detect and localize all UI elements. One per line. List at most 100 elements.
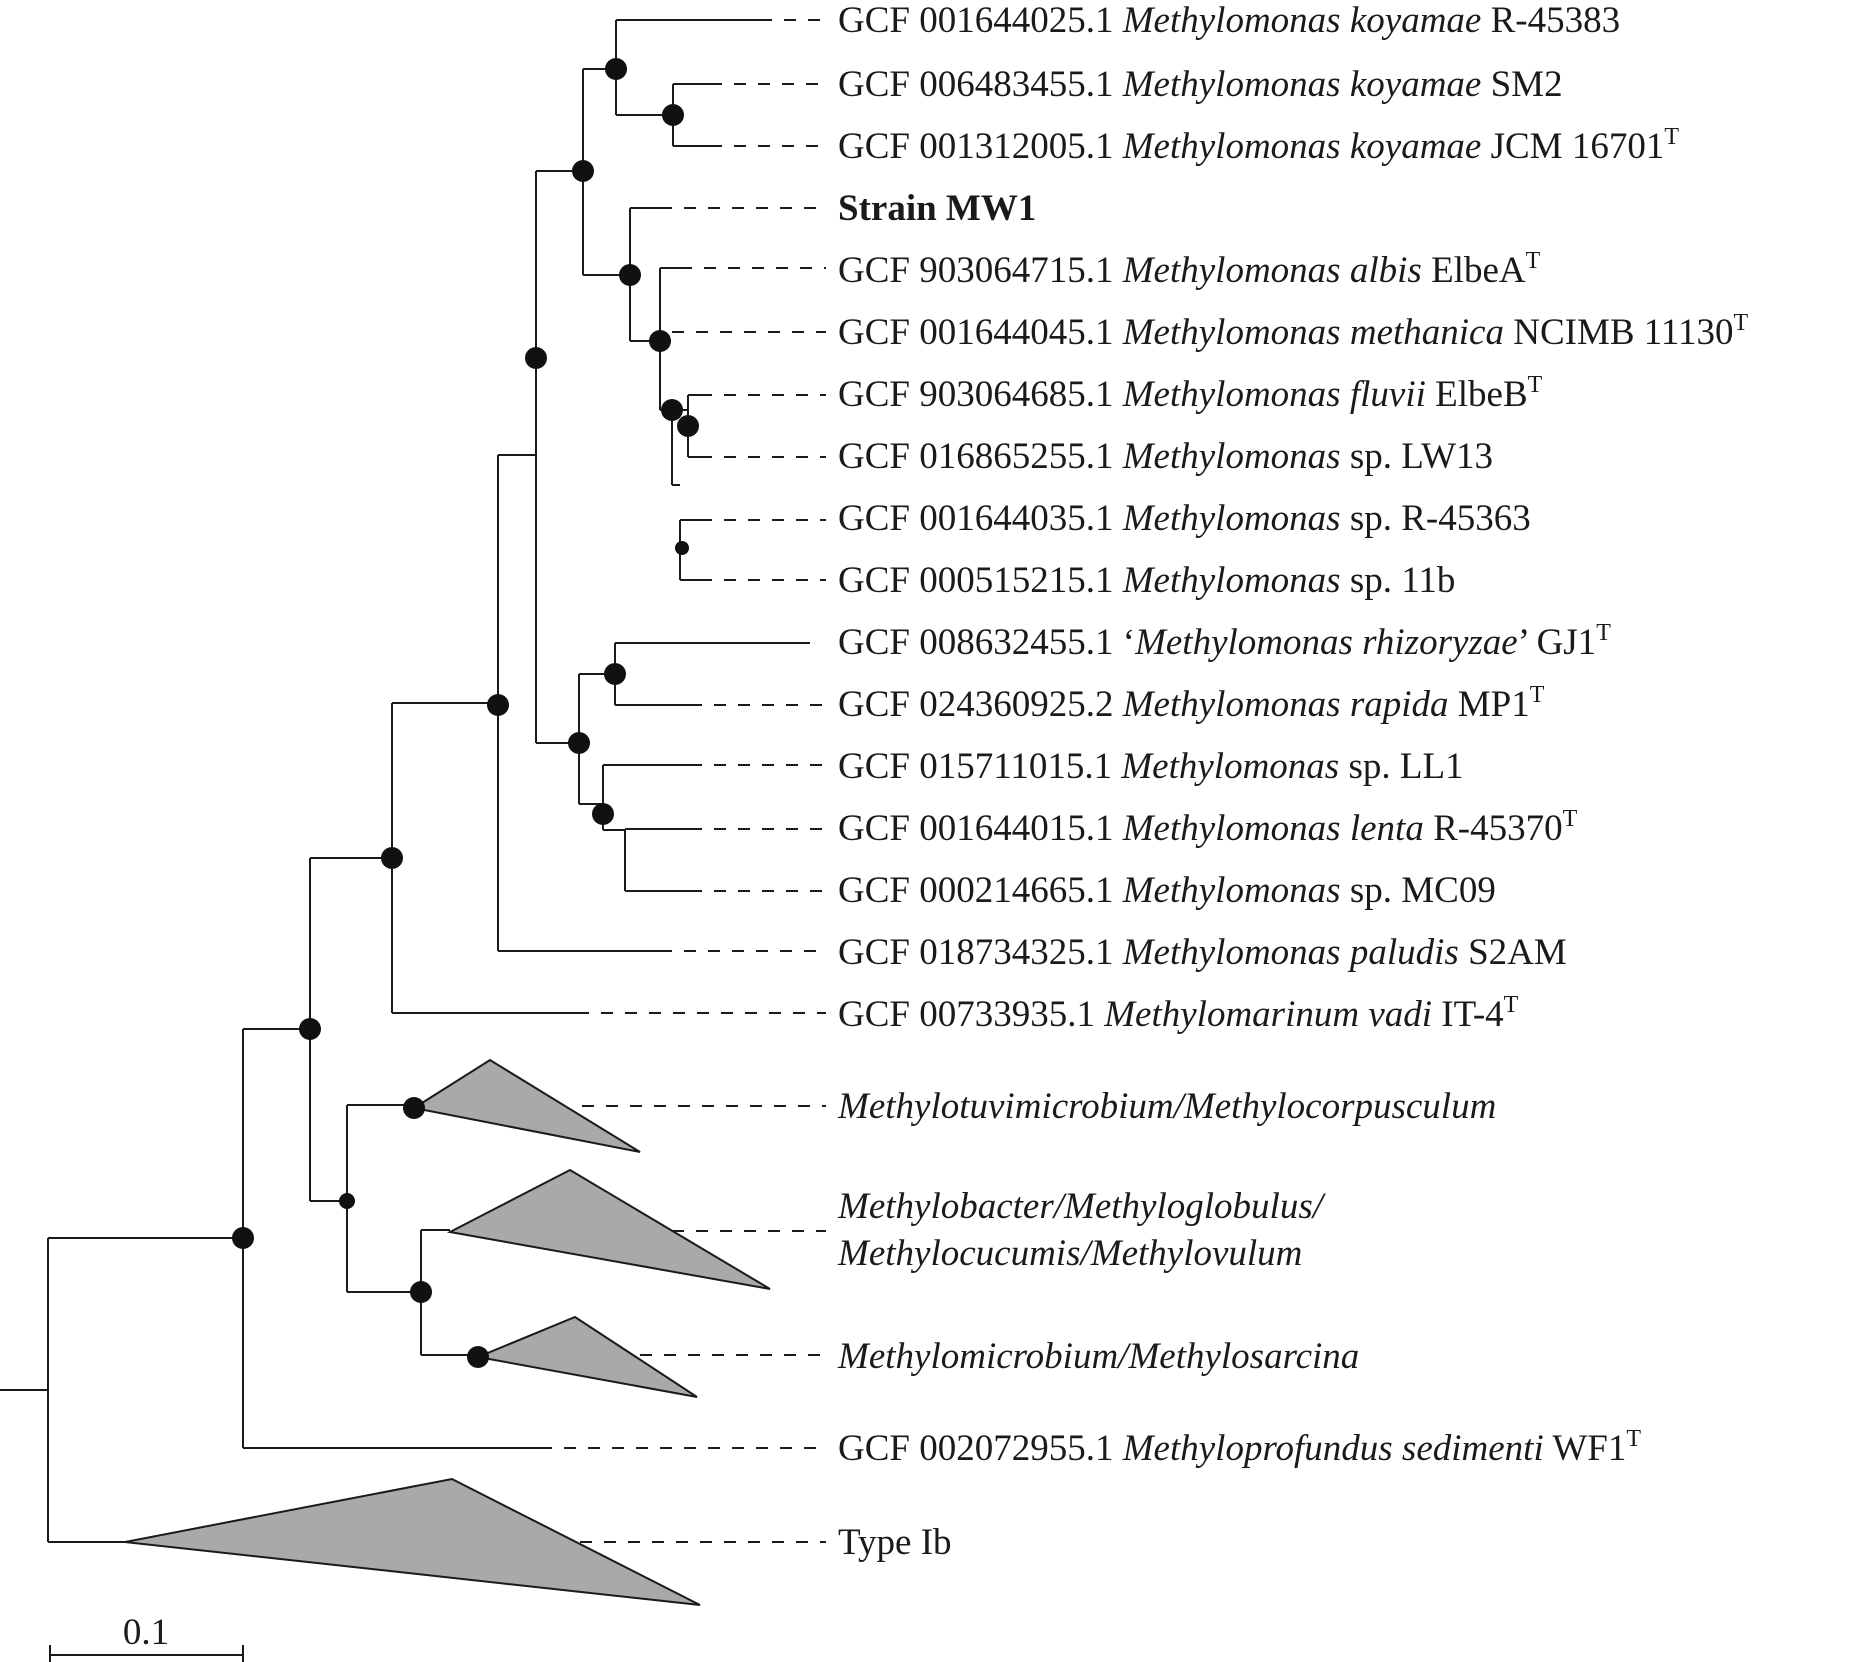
accession-number: GCF 018734325.1 xyxy=(838,932,1113,973)
strain-designation: IT-4 xyxy=(1441,994,1503,1035)
genus-name: Methylomonas xyxy=(1134,622,1353,663)
accession-number: GCF 001644015.1 xyxy=(838,808,1113,849)
accession-number: GCF 903064685.1 xyxy=(838,374,1113,415)
species-abbrev: sp. xyxy=(1350,436,1392,477)
leaf-label: GCF 016865255.1 Methylomonas sp. LW13 xyxy=(838,436,1493,477)
support-node-dot xyxy=(487,694,509,716)
strain-designation: R-45370 xyxy=(1433,808,1563,849)
type-strain-marker: T xyxy=(1664,124,1679,150)
species-epithet: sedimenti xyxy=(1402,1428,1544,1469)
accession-number: GCF 006483455.1 xyxy=(838,64,1113,105)
collapsed-clade-triangle xyxy=(446,1168,771,1290)
genus-name: Methylomonas xyxy=(1122,64,1341,105)
genus-name: Methylomonas xyxy=(1122,250,1341,291)
support-node-dot xyxy=(381,847,403,869)
type-strain-marker: T xyxy=(1626,1426,1641,1452)
genus-name: Methylomonas xyxy=(1122,374,1341,415)
leaf-label: GCF 006483455.1 Methylomonas koyamae SM2 xyxy=(838,64,1563,105)
accession-number: GCF 000515215.1 xyxy=(838,560,1113,601)
leaf-label: GCF 001644015.1 Methylomonas lenta R-453… xyxy=(838,806,1578,849)
species-epithet: rhizoryzae xyxy=(1362,622,1518,663)
accession-number: GCF 001644035.1 xyxy=(838,498,1113,539)
accession-number: GCF 001644045.1 xyxy=(838,312,1113,353)
collapsed-clade-triangle xyxy=(474,1315,698,1398)
collapsed-clade-label: Type Ib xyxy=(838,1522,952,1563)
support-node-dot xyxy=(592,803,614,825)
species-epithet: rapida xyxy=(1350,684,1449,725)
species-epithet: lenta xyxy=(1350,808,1424,849)
support-node-dot xyxy=(410,1281,432,1303)
support-node-dot xyxy=(572,160,594,182)
collapsed-clades xyxy=(124,1058,771,1606)
support-node-dot xyxy=(467,1346,489,1368)
support-nodes xyxy=(232,58,699,1368)
species-epithet: albis xyxy=(1350,250,1422,291)
scale-bar-line xyxy=(49,1645,244,1662)
strain-designation: LW13 xyxy=(1401,436,1493,477)
collapsed-clade-label: Methylomicrobium/Methylosarcina xyxy=(837,1336,1359,1377)
leaf-label: GCF 001644025.1 Methylomonas koyamae R-4… xyxy=(838,0,1620,41)
species-abbrev: sp. xyxy=(1350,560,1392,601)
support-node-dot xyxy=(677,415,699,437)
support-node-dot xyxy=(661,399,683,421)
strain-designation: MP1 xyxy=(1458,684,1530,725)
accession-number: GCF 024360925.2 xyxy=(838,684,1113,725)
genus-name: Methylomarinum xyxy=(1103,994,1359,1035)
leaf-label: Strain MW1 xyxy=(838,188,1036,229)
genus-name: Methylomonas xyxy=(1122,560,1341,601)
support-node-dot xyxy=(619,264,641,286)
support-node-dot xyxy=(525,347,547,369)
type-strain-marker: T xyxy=(1504,992,1519,1018)
strain-designation: MC09 xyxy=(1401,870,1496,911)
leaf-label: GCF 00733935.1 Methylomarinum vadi IT-4T xyxy=(838,992,1519,1035)
strain-designation: WF1 xyxy=(1552,1428,1626,1469)
species-epithet: koyamae xyxy=(1350,126,1482,167)
genus-name: Methylomonas xyxy=(1122,932,1341,973)
collapsed-clade-triangle xyxy=(124,1477,701,1606)
species-epithet: vadi xyxy=(1368,994,1432,1035)
accession-number: GCF 903064715.1 xyxy=(838,250,1113,291)
strain-designation: LL1 xyxy=(1400,746,1464,787)
collapsed-clade-label: Methylocucumis/Methylovulum xyxy=(837,1233,1302,1274)
species-epithet: paludis xyxy=(1347,932,1459,973)
accession-number: GCF 001312005.1 xyxy=(838,126,1113,167)
scale-bar-label: 0.1 xyxy=(123,1612,169,1653)
support-node-dot xyxy=(403,1097,425,1119)
support-node-dot xyxy=(299,1018,321,1040)
support-node-dot xyxy=(568,732,590,754)
species-epithet: koyamae xyxy=(1350,0,1482,41)
accession-number: GCF 008632455.1 xyxy=(838,622,1113,663)
type-strain-marker: T xyxy=(1596,620,1611,646)
leaf-label: GCF 018734325.1 Methylomonas paludis S2A… xyxy=(838,932,1567,973)
genus-name: Methylomonas xyxy=(1122,498,1341,539)
leaf-label: GCF 001644035.1 Methylomonas sp. R-45363 xyxy=(838,498,1531,539)
leaf-label: GCF 015711015.1 Methylomonas sp. LL1 xyxy=(838,746,1464,787)
strain-designation: R-45383 xyxy=(1491,0,1621,41)
genus-name: Methylomonas xyxy=(1122,684,1341,725)
accession-number: GCF 002072955.1 xyxy=(838,1428,1113,1469)
type-strain-marker: T xyxy=(1526,248,1541,274)
leaf-label: GCF 000515215.1 Methylomonas sp. 11b xyxy=(838,560,1455,601)
leaf-label: GCF 000214665.1 Methylomonas sp. MC09 xyxy=(838,870,1496,911)
type-strain-marker: T xyxy=(1528,372,1543,398)
strain-designation: ElbeA xyxy=(1431,250,1526,291)
genus-name: Methylomonas xyxy=(1122,870,1341,911)
support-node-dot xyxy=(675,541,689,555)
leaf-label: GCF 001312005.1 Methylomonas koyamae JCM… xyxy=(838,124,1679,167)
type-strain-marker: T xyxy=(1563,806,1578,832)
leaf-label: GCF 001644045.1 Methylomonas methanica N… xyxy=(838,310,1749,353)
tree-branches xyxy=(0,19,810,1543)
accession-number: GCF 001644025.1 xyxy=(838,0,1113,41)
strain-name: Strain MW1 xyxy=(838,188,1036,229)
leaf-label: GCF 903064685.1 Methylomonas fluvii Elbe… xyxy=(838,372,1543,415)
collapsed-clade-label: Methylotuvimicrobium/Methylocorpusculum xyxy=(837,1086,1496,1127)
genus-name: Methyloprofundus xyxy=(1122,1428,1393,1469)
strain-designation: 11b xyxy=(1401,560,1455,601)
species-abbrev: sp. xyxy=(1350,498,1392,539)
accession-number: GCF 00733935.1 xyxy=(838,994,1095,1035)
leaf-label: GCF 008632455.1 ‘Methylomonas rhizoryzae… xyxy=(838,620,1611,663)
type-strain-marker: T xyxy=(1734,310,1749,336)
support-node-dot xyxy=(604,663,626,685)
genus-name: Methylomonas xyxy=(1122,126,1341,167)
